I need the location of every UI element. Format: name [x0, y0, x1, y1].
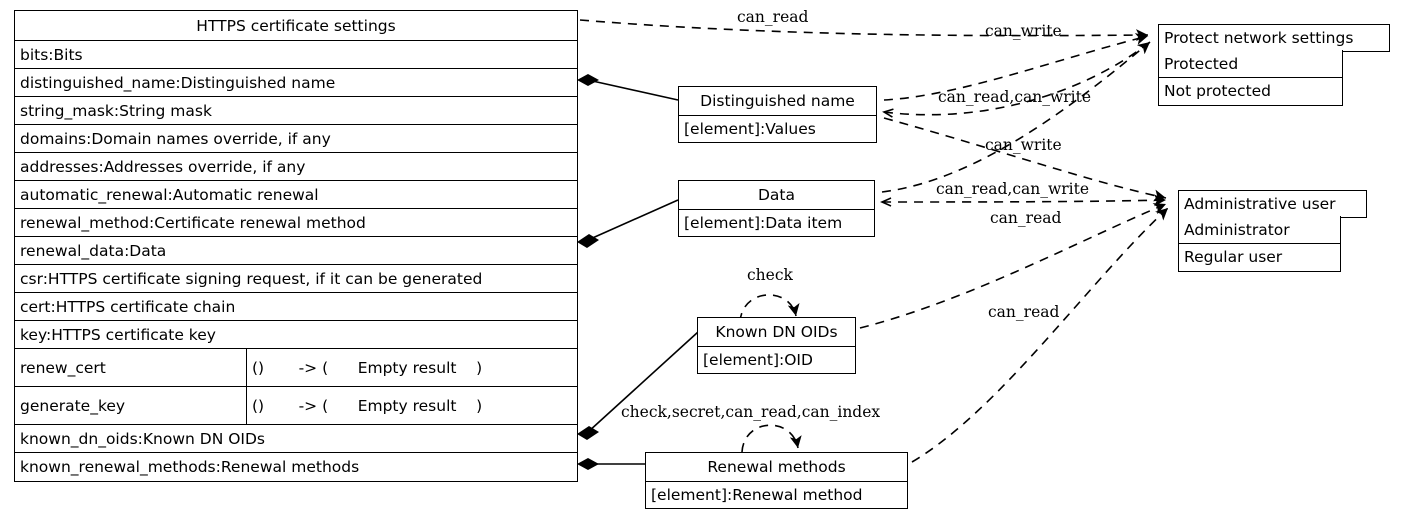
class-row-administrator: Administrator	[1184, 220, 1290, 239]
attribute-row: known_dn_oids:Known DN OIDs	[15, 424, 577, 452]
class-protect-network-settings[interactable]: Protect network settings Protected Not p…	[1158, 24, 1390, 108]
diamond-renewal-methods	[577, 458, 599, 470]
class-title-renewal-methods: Renewal methods	[707, 458, 846, 476]
class-rows-box-administrative-user: Administrator Regular user	[1178, 216, 1341, 273]
class-row-not-protected: Not protected	[1159, 77, 1342, 104]
class-administrative-user[interactable]: Administrative user Administrator Regula…	[1178, 190, 1367, 274]
class-row-element: [element]:Data item	[679, 209, 874, 236]
edge-data-to-admin-read-write	[880, 194, 1167, 207]
class-title-https-certificate-settings: HTTPS certificate settings	[196, 16, 396, 35]
diamond-distinguished-name	[577, 74, 599, 86]
edge-label-can-read: can_read	[737, 8, 809, 26]
class-row-regular-user: Regular user	[1179, 243, 1340, 270]
attribute-row: key:HTTPS certificate key	[15, 320, 577, 348]
edge-renewal-data	[587, 199, 679, 241]
edge-dn-to-protect-can-write	[883, 33, 1149, 101]
edge-main-to-protect-can-read	[579, 19, 1149, 42]
method-signature: () -> ( Empty result )	[246, 387, 577, 424]
class-title-protect-network-settings: Protect network settings	[1164, 29, 1354, 47]
attribute-row: domains:Domain names override, if any	[15, 124, 577, 152]
edge-self-check-secret-renewal	[741, 424, 802, 453]
edge-label-can-write: can_write	[985, 22, 1062, 40]
class-data[interactable]: Data [element]:Data item	[678, 180, 875, 237]
edge-label-can-read-2: can_read	[990, 209, 1062, 227]
class-row-element: [element]:Values	[679, 115, 876, 142]
class-title-administrative-user: Administrative user	[1184, 195, 1336, 213]
attribute-row: automatic_renewal:Automatic renewal	[15, 180, 577, 208]
class-distinguished-name[interactable]: Distinguished name [element]:Values	[678, 86, 877, 143]
method-row: generate_key () -> ( Empty result )	[15, 386, 577, 424]
edge-label-can-write-2: can_write	[985, 136, 1062, 154]
edge-known-dn-oids	[587, 331, 699, 433]
attribute-row: distinguished_name:Distinguished name	[15, 68, 577, 96]
attribute-row: addresses:Addresses override, if any	[15, 152, 577, 180]
edge-renewalmethods-to-admin-can-read	[911, 207, 1169, 463]
class-row-element: [element]:Renewal method	[646, 481, 907, 508]
edge-oids-to-admin-can-read	[859, 203, 1167, 329]
attribute-row: cert:HTTPS certificate chain	[15, 292, 577, 320]
class-renewal-methods[interactable]: Renewal methods [element]:Renewal method	[645, 452, 908, 509]
attribute-row: renewal_data:Data	[15, 236, 577, 264]
edge-label-can-read-can-write: can_read,can_write	[938, 88, 1092, 106]
class-row-element: [element]:OID	[698, 346, 855, 373]
edge-label-can-read-3: can_read	[988, 303, 1060, 321]
edge-distinguished-name	[587, 79, 679, 101]
class-rows-box-protect-network-settings: Protected Not protected	[1158, 50, 1343, 107]
class-title-box-protect-network-settings: Protect network settings	[1158, 24, 1390, 52]
attribute-row: renewal_method:Certificate renewal metho…	[15, 208, 577, 236]
class-title-distinguished-name: Distinguished name	[700, 92, 855, 110]
diamond-renewal-data	[577, 234, 599, 248]
method-row: renew_cert () -> ( Empty result )	[15, 348, 577, 386]
dependency-edges	[579, 19, 1169, 463]
edge-data-to-protect-can-write	[881, 41, 1151, 193]
attribute-row: csr:HTTPS certificate signing request, i…	[15, 264, 577, 292]
edge-label-check: check	[747, 266, 793, 284]
method-name: renew_cert	[20, 358, 106, 377]
method-name: generate_key	[20, 396, 126, 415]
edge-label-can-read-can-write-2: can_read,can_write	[936, 180, 1090, 198]
class-known-dn-oids[interactable]: Known DN OIDs [element]:OID	[697, 317, 856, 374]
attribute-row: string_mask:String mask	[15, 96, 577, 124]
edge-self-check-oids	[739, 294, 800, 323]
class-row-protected: Protected	[1164, 54, 1239, 73]
edge-label-check-secret-can-read-can-index: check,secret,can_read,can_index	[621, 403, 881, 421]
edge-dn-protect-read-write	[882, 41, 1151, 118]
class-https-certificate-settings[interactable]: HTTPS certificate settings bits:Bits dis…	[14, 10, 578, 482]
diamond-known-dn-oids	[577, 426, 599, 440]
composition-diamonds	[577, 74, 599, 470]
class-title-known-dn-oids: Known DN OIDs	[715, 323, 838, 341]
method-signature: () -> ( Empty result )	[246, 349, 577, 386]
attribute-row: known_renewal_methods:Renewal methods	[15, 452, 577, 481]
edge-dn-to-admin-can-read	[883, 117, 1167, 202]
class-title-data: Data	[757, 186, 795, 204]
attribute-row: bits:Bits	[15, 40, 577, 68]
class-title-box-administrative-user: Administrative user	[1178, 190, 1367, 218]
